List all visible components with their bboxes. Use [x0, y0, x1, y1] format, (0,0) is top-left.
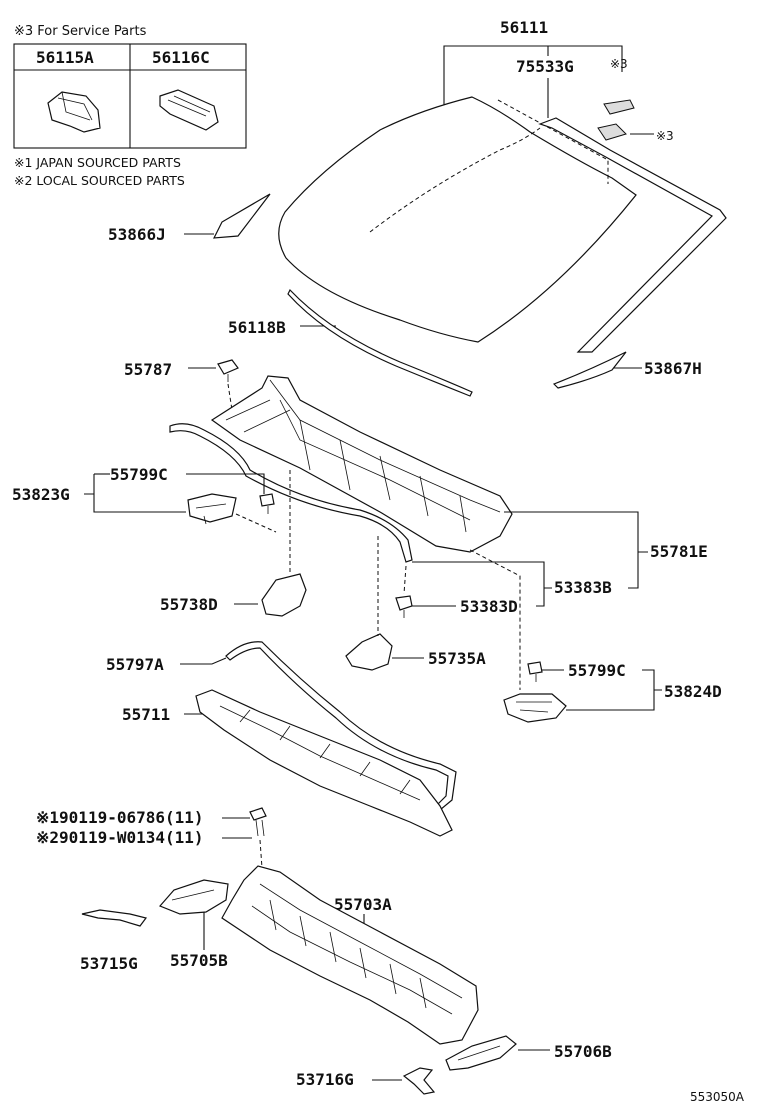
molding-clip-upper	[603, 99, 635, 115]
part-number-55797A: 55797A	[106, 655, 164, 674]
cowl-panel-seal	[195, 689, 453, 837]
leader-56111	[443, 45, 623, 106]
service-parts-box	[13, 43, 247, 149]
pillar-molding-left	[212, 193, 271, 239]
clip-56115A-drawing	[47, 91, 101, 133]
clip-53383D	[395, 595, 413, 618]
clip-55787	[217, 359, 239, 382]
part-number-55738D: 55738D	[160, 595, 218, 614]
cowl-top-panel	[221, 865, 479, 1045]
part-number-56115A: 56115A	[36, 48, 94, 67]
molding-clip-lower	[597, 123, 627, 141]
clip-55799C-upper	[259, 493, 275, 514]
part-number-56118B: 56118B	[228, 318, 286, 337]
part-number-55787: 55787	[124, 360, 172, 379]
part-number-53716G: 53716G	[296, 1070, 354, 1089]
part-number-53824D: 53824D	[664, 682, 722, 701]
cowl-louver	[210, 375, 513, 553]
part-number-55703A: 55703A	[334, 895, 392, 914]
part-number-55735A: 55735A	[428, 649, 486, 668]
service-mark-3-lower: ※3	[656, 129, 674, 143]
pillar-molding-right	[552, 351, 627, 389]
part-number-56111: 56111	[500, 18, 548, 37]
bracket-53824D	[503, 693, 567, 723]
part-number-55799C-lower: 55799C	[568, 661, 626, 680]
japan-sourced-note: ※1 JAPAN SOURCED PARTS	[14, 155, 181, 170]
windshield-dam	[287, 288, 473, 397]
windshield-glass	[278, 96, 637, 343]
bracket-53715G	[81, 909, 148, 927]
part-number-53866J: 53866J	[108, 225, 166, 244]
part-number-53715G: 53715G	[80, 954, 138, 973]
part-number-53867H: 53867H	[644, 359, 702, 378]
part-number-53823G: 53823G	[12, 485, 70, 504]
bracket-55706B	[445, 1035, 517, 1071]
part-number-75533G: 75533G	[516, 57, 574, 76]
part-number-55705B: 55705B	[170, 951, 228, 970]
service-mark-3-upper: ※3	[610, 57, 628, 71]
clip-55799C-lower	[527, 661, 543, 682]
windshield-molding	[538, 117, 727, 353]
bolt-part-local: ※290119-W0134(11)	[36, 828, 204, 847]
clip-56116C-drawing	[159, 89, 219, 131]
local-sourced-note: ※2 LOCAL SOURCED PARTS	[14, 173, 185, 188]
part-number-55781E: 55781E	[650, 542, 708, 561]
bolt-part-japan: ※190119-06786(11)	[36, 808, 204, 827]
washer-hose	[169, 423, 413, 563]
diagram-reference-code: 553050A	[690, 1090, 745, 1104]
bracket-55705B	[158, 879, 229, 915]
part-number-53383B: 53383B	[554, 578, 612, 597]
seal-55735A	[345, 633, 393, 671]
part-number-55799C-upper: 55799C	[110, 465, 168, 484]
bracket-53716G	[402, 1067, 436, 1095]
part-number-55711: 55711	[122, 705, 170, 724]
part-number-53383D: 53383D	[460, 597, 518, 616]
bolt-drawing	[249, 807, 267, 837]
bracket-53823G	[187, 493, 237, 525]
service-parts-note: ※3 For Service Parts	[14, 24, 147, 39]
seal-55738D	[261, 573, 307, 617]
part-number-55706B: 55706B	[554, 1042, 612, 1061]
part-number-56116C: 56116C	[152, 48, 210, 67]
